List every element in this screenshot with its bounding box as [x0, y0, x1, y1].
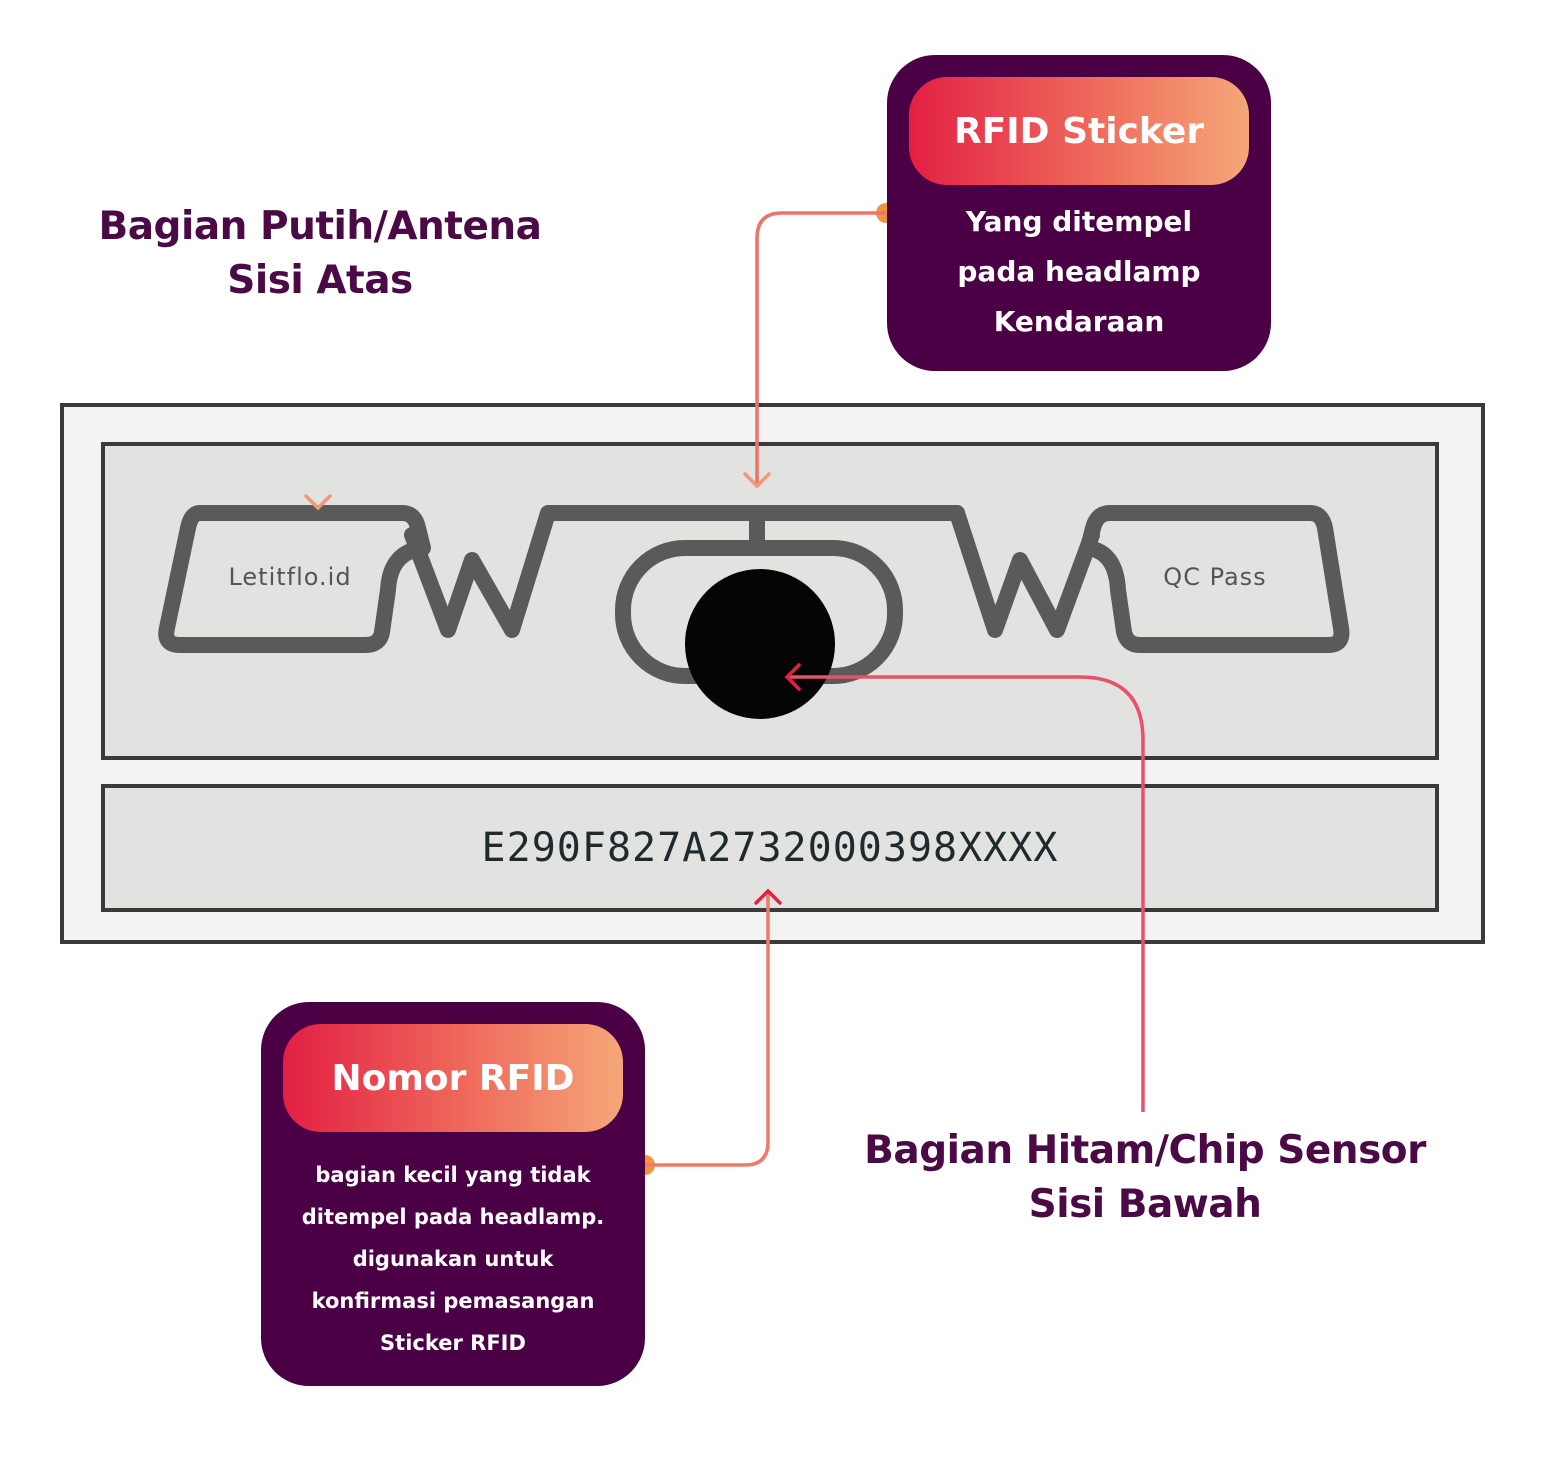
arrow-chip: [788, 675, 1145, 1112]
callout-description: Yang ditempel pada headlamp Kendaraan: [897, 197, 1261, 347]
arrow-nomor-rfid: [645, 892, 770, 1167]
callout-title: RFID Sticker: [909, 77, 1249, 185]
arrow-antenna-head: [304, 494, 332, 511]
callout-line: digunakan untuk: [352, 1247, 554, 1271]
label-line: Sisi Bawah: [1028, 1182, 1262, 1227]
label-line: Bagian Hitam/Chip Sensor: [864, 1128, 1426, 1173]
label-line: Bagian Putih/Antena: [98, 204, 542, 249]
callout-line: Kendaraan: [993, 305, 1165, 338]
rfid-number-panel: E290F827A2732000398XXXX: [101, 784, 1439, 912]
callout-rfid-sticker: RFID Sticker Yang ditempel pada headlamp…: [887, 55, 1271, 371]
callout-line: Yang ditempel: [965, 205, 1193, 238]
rfid-number-text: E290F827A2732000398XXXX: [481, 825, 1059, 871]
arrow-rfid-sticker: [755, 211, 886, 485]
arrow-nomor-rfid-head: [754, 888, 782, 905]
arrow-chip-head: [784, 663, 801, 691]
callout-description: bagian kecil yang tidak ditempel pada he…: [271, 1154, 635, 1364]
antenna-left-text: Letitflo.id: [228, 563, 352, 591]
antenna-left-meander: [404, 505, 965, 638]
arrow-rfid-sticker-head: [743, 472, 771, 489]
antenna-right-pad: [1080, 505, 1350, 653]
label-black-chip-bottom-side: Bagian Hitam/Chip Sensor Sisi Bawah: [840, 1124, 1450, 1232]
antenna-left-pad: [158, 505, 431, 653]
callout-line: bagian kecil yang tidak: [315, 1163, 591, 1187]
label-line: Sisi Atas: [227, 258, 413, 303]
callout-line: pada headlamp: [957, 255, 1201, 288]
callout-line: ditempel pada headlamp.: [301, 1205, 605, 1229]
callout-line: Sticker RFID: [380, 1331, 526, 1355]
antenna-right-meander: [949, 505, 1100, 638]
antenna-right-text: QC Pass: [1163, 563, 1267, 591]
label-white-antenna-top-side: Bagian Putih/Antena Sisi Atas: [70, 200, 570, 308]
callout-line: konfirmasi pemasangan: [311, 1289, 595, 1313]
callout-nomor-rfid: Nomor RFID bagian kecil yang tidak ditem…: [261, 1002, 645, 1386]
callout-title: Nomor RFID: [283, 1024, 623, 1132]
chip-sensor: [685, 569, 835, 719]
